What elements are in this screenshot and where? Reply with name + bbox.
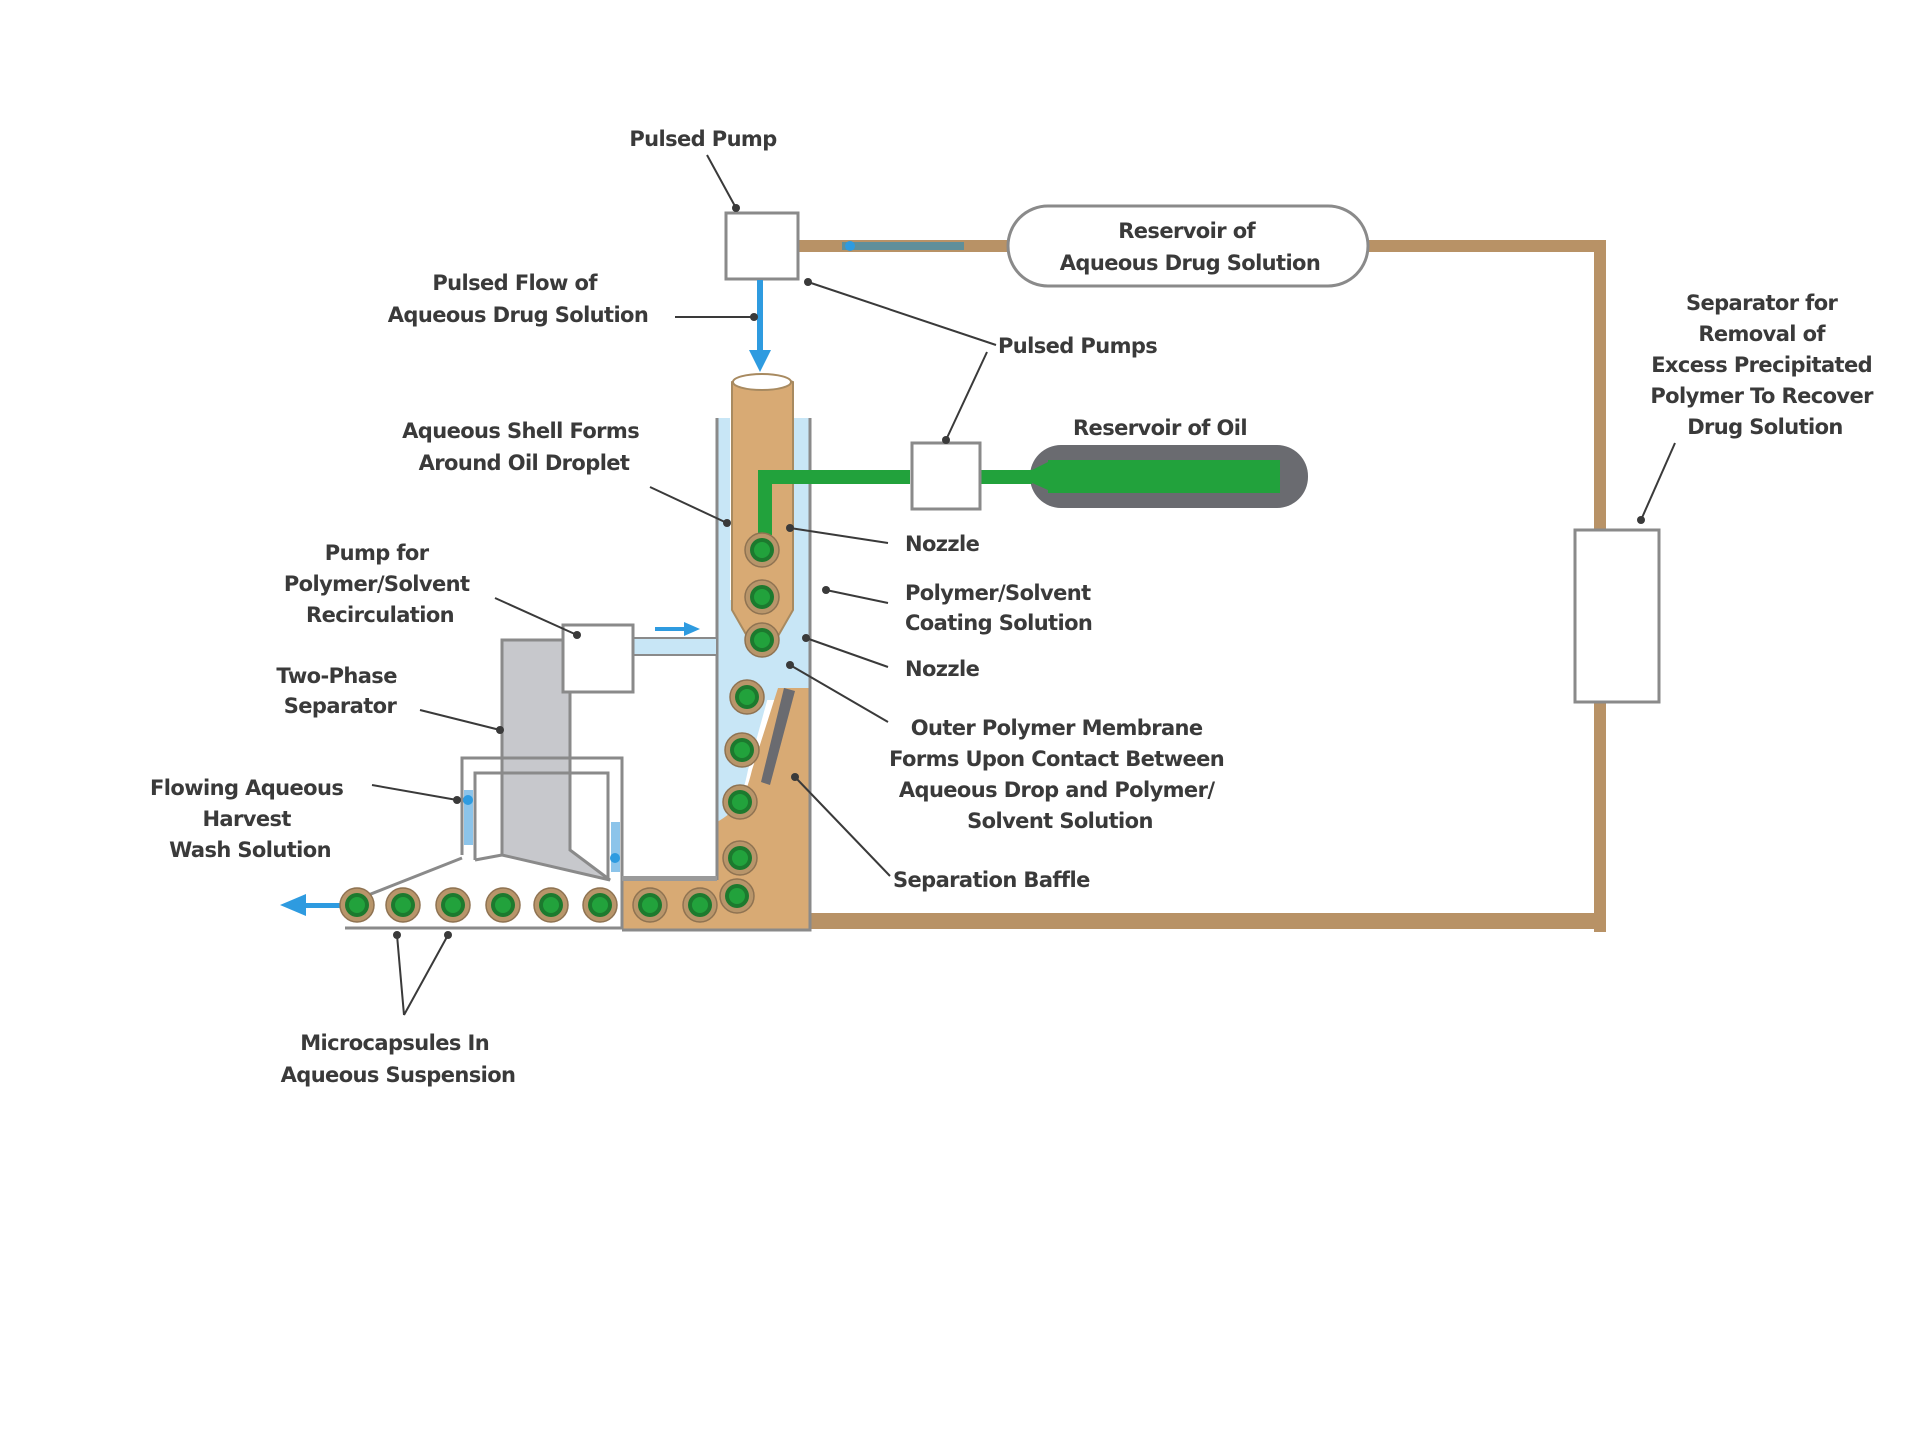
label-coating-solution: Polymer/Solvent Coating Solution [905, 581, 1097, 635]
harvest-flow-left [464, 790, 473, 845]
leader-arrowhead [791, 773, 799, 781]
label-aqueous-shell: Aqueous Shell Forms Around Oil Droplet [402, 419, 646, 475]
label-reservoir-oil: Reservoir of Oil [1073, 416, 1247, 440]
pulsed-flow-line [757, 280, 763, 360]
microcapsule [722, 840, 758, 876]
leader-nozzle-upper [789, 527, 889, 544]
blue-flow-dot [845, 241, 855, 251]
aqueous-reservoir [1006, 204, 1370, 288]
label-outer-membrane: Outer Polymer Membrane Forms Upon Contac… [889, 716, 1231, 833]
leader-recirculation [494, 597, 578, 636]
leader-pulsed-pumps [807, 281, 997, 441]
collection-zone [622, 688, 810, 930]
microcapsules [339, 532, 780, 923]
leader-arrowhead [393, 931, 401, 939]
microcapsule [722, 784, 758, 820]
label-pulsed-pumps: Pulsed Pumps [998, 334, 1157, 358]
label-reservoir-aqueous: Reservoir of Aqueous Drug Solution [1060, 219, 1320, 275]
leader-arrowhead [750, 313, 758, 321]
leader-two-phase [419, 709, 501, 731]
leader-lines [371, 154, 1676, 1016]
recirculation-pipe [632, 637, 718, 656]
pulsed-pump-oil [910, 441, 982, 511]
leader-nozzle-lower [805, 637, 889, 668]
leader-arrowhead [802, 634, 810, 642]
microcapsule [744, 622, 780, 658]
microcapsule [485, 887, 521, 923]
microcapsule [435, 887, 471, 923]
oil-reservoir-neck [1030, 462, 1048, 490]
harvest-flow-left-dot [463, 795, 473, 805]
leader-separator-removal [1640, 442, 1676, 521]
leader-coating-solution [825, 589, 889, 604]
two-phase-separator [500, 638, 611, 882]
label-pulsed-flow: Pulsed Flow of Aqueous Drug Solution [388, 271, 648, 327]
return-loop-pipe [798, 240, 1606, 932]
leader-arrowhead [732, 204, 740, 212]
label-nozzle-upper: Nozzle [905, 532, 980, 556]
leader-arrowhead [942, 436, 950, 444]
pipe-bottom-return [810, 913, 1606, 929]
leader-outer-membrane [789, 664, 889, 723]
leader-pulsed-pump [706, 154, 737, 209]
separation-baffle [761, 688, 795, 785]
leader-arrowheads [393, 204, 1645, 939]
pipe-right-vertical-upper [1594, 240, 1606, 530]
label-pump-recirculation: Pump for Polymer/Solvent Recirculation [284, 541, 476, 627]
harvest-wash-loop [460, 756, 624, 880]
microcapsule [632, 887, 668, 923]
microcapsule [744, 532, 780, 568]
label-separator-removal: Separator for Removal of Excess Precipit… [1650, 291, 1879, 439]
oil-nozzle-pipe [758, 470, 910, 535]
polymer-separator-box [1573, 528, 1661, 704]
leader-arrowhead [786, 524, 794, 532]
leader-arrowhead [822, 586, 830, 594]
leader-microcapsules [396, 934, 449, 1016]
leader-arrowhead [1637, 516, 1645, 524]
microcapsule [582, 887, 618, 923]
label-two-phase-separator: Two-Phase Separator [276, 664, 403, 718]
leader-arrowhead [453, 796, 461, 804]
harvest-flow-right [611, 822, 620, 872]
channel-top-line [622, 876, 717, 881]
leader-arrowhead [786, 661, 794, 669]
oil-pipe-pump-to-reservoir [980, 470, 1032, 484]
microcapsule [724, 732, 760, 768]
label-harvest-wash: Flowing Aqueous Harvest Wash Solution [150, 776, 350, 862]
outflow-arrow [280, 894, 348, 916]
label-microcapsules: Microcapsules In Aqueous Suspension [281, 1031, 516, 1087]
leader-arrowhead [723, 519, 731, 527]
microcapsule [533, 887, 569, 923]
blue-flow-segment [842, 242, 964, 250]
leader-arrowhead [573, 631, 581, 639]
microcapsule [682, 887, 718, 923]
microcapsule [719, 878, 755, 914]
separator-column [500, 638, 611, 882]
pipe-reservoir-to-corner [1366, 240, 1606, 252]
oil-reservoir-fill [1048, 460, 1280, 493]
microcapsule [744, 579, 780, 615]
microcapsule [385, 887, 421, 923]
harvest-flow-right-dot [610, 853, 620, 863]
leader-arrowhead [496, 726, 504, 734]
leader-arrowhead [804, 278, 812, 286]
pulsed-flow-arrowhead [749, 350, 771, 372]
label-pulsed-pump: Pulsed Pump [629, 127, 777, 151]
leader-arrowhead [444, 931, 452, 939]
leader-aqueous-shell [649, 486, 728, 524]
leader-separation-baffle [794, 776, 891, 877]
microcapsule [729, 679, 765, 715]
pipe-right-vertical-lower [1594, 702, 1606, 932]
microcapsule [339, 887, 375, 923]
label-nozzle-lower: Nozzle [905, 657, 980, 681]
aqueous-column-cap [732, 373, 792, 391]
recirculation-flow-arrow [655, 622, 700, 636]
leader-harvest-wash [371, 784, 458, 801]
pulsed-pump-top [724, 211, 800, 281]
label-separation-baffle: Separation Baffle [893, 868, 1090, 892]
